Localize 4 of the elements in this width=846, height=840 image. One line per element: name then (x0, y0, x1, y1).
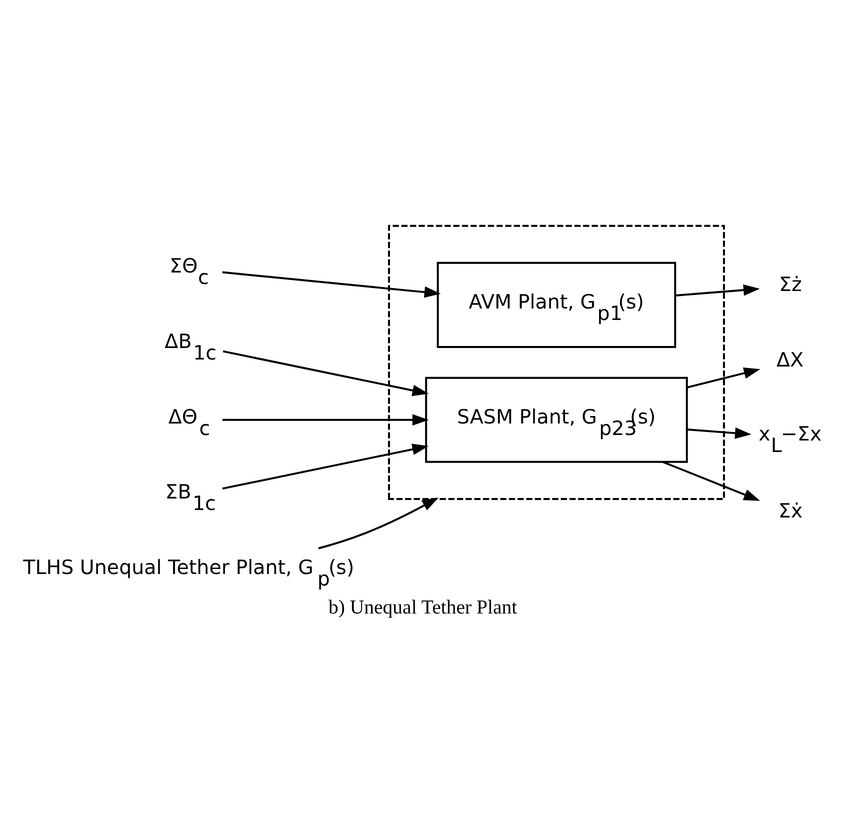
node-text: Σẋ (778, 498, 803, 522)
node-text: ΔX (776, 348, 804, 371)
caption: b) Unequal Tether Plant (328, 596, 518, 618)
node-text: Σż (778, 272, 802, 296)
